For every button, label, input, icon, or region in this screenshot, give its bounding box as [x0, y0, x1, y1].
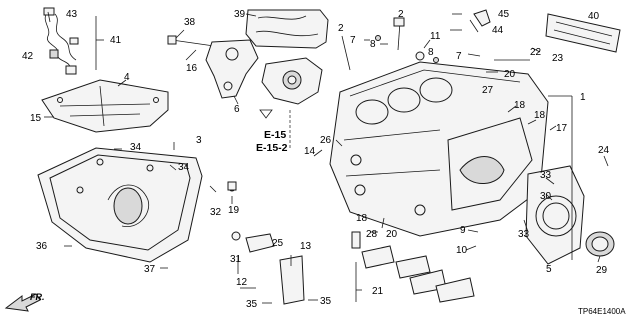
callout-35-right: 35	[320, 296, 332, 307]
callout-33-bottom: 33	[518, 229, 530, 240]
callout-29: 29	[596, 265, 608, 276]
callout-14: 14	[304, 146, 316, 157]
section-ref-1: E-15	[264, 129, 286, 141]
callout-45: 45	[498, 9, 510, 20]
callout-2-right: 2	[398, 9, 404, 20]
callout-30: 30	[540, 191, 552, 202]
front-direction-arrow: FR.	[4, 292, 45, 312]
cover-rail	[545, 13, 621, 53]
callout-32: 32	[210, 207, 222, 218]
callout-40: 40	[588, 11, 600, 22]
callout-3: 3	[196, 135, 202, 146]
callout-10: 10	[456, 245, 468, 256]
callout-34-top: 34	[130, 142, 142, 153]
callout-1: 1	[580, 92, 586, 103]
callout-44: 44	[492, 25, 504, 36]
callout-20-lower: 20	[386, 229, 398, 240]
knock-sensor-clip	[469, 9, 491, 33]
callout-18-lower: 18	[356, 213, 368, 224]
callout-39: 39	[234, 9, 246, 20]
callout-33-top: 33	[540, 170, 552, 181]
callout-35-left: 35	[246, 299, 258, 310]
callout-43: 43	[66, 9, 78, 20]
callout-22: 22	[530, 47, 542, 58]
callout-27: 27	[482, 85, 494, 96]
callout-25: 25	[272, 238, 284, 249]
callout-11: 11	[430, 31, 441, 42]
rear-seal-housing	[525, 165, 615, 265]
callout-labels: 43 42 41 38 16 39 2 2 45 44 40 7 8 11 8 …	[22, 9, 610, 310]
callout-12: 12	[236, 277, 248, 288]
callout-2-left: 2	[338, 23, 344, 34]
engine-bracket	[205, 39, 259, 99]
callout-9: 9	[460, 225, 466, 236]
callout-20-top: 20	[504, 69, 516, 80]
callout-15: 15	[30, 113, 42, 124]
oil-pump-parts	[227, 181, 305, 305]
callout-6: 6	[234, 104, 240, 115]
callout-8-left: 8	[370, 39, 376, 50]
oil-pan	[37, 147, 203, 263]
callout-42: 42	[22, 51, 34, 62]
callout-19: 19	[228, 205, 240, 216]
callout-21: 21	[372, 286, 384, 297]
callout-36: 36	[36, 241, 48, 252]
callout-38: 38	[184, 17, 196, 28]
direction-label: FR.	[30, 292, 45, 302]
callout-37: 37	[144, 264, 156, 275]
callout-16: 16	[186, 63, 198, 74]
callout-7-left: 7	[350, 35, 356, 46]
callout-7-right: 7	[456, 51, 462, 62]
callout-23: 23	[552, 53, 564, 64]
callout-4: 4	[124, 72, 130, 83]
main-bearing-caps	[351, 231, 475, 303]
section-ref-2: E-15-2	[256, 142, 288, 154]
leader-lines	[44, 11, 609, 304]
drawing-code: TP64E1400A	[578, 307, 626, 316]
callout-34-right: 34	[178, 162, 190, 173]
callout-5: 5	[546, 264, 552, 275]
timing-cover-seal	[245, 9, 329, 49]
callout-26: 26	[320, 135, 332, 146]
callout-31: 31	[230, 254, 242, 265]
callout-8-right: 8	[428, 47, 434, 58]
callout-24: 24	[598, 145, 610, 156]
water-outlet	[261, 57, 323, 105]
callout-41: 41	[110, 35, 122, 46]
callout-28: 28	[366, 229, 378, 240]
sensors	[341, 17, 439, 71]
callout-18-mid: 18	[534, 110, 546, 121]
stud-bolt	[167, 35, 215, 47]
cylinder-block	[329, 61, 549, 237]
callout-17: 17	[556, 123, 568, 134]
callout-18-upper: 18	[514, 100, 526, 111]
baffle-plate	[41, 79, 169, 133]
wire-harness	[43, 7, 79, 75]
callout-13: 13	[300, 241, 312, 252]
